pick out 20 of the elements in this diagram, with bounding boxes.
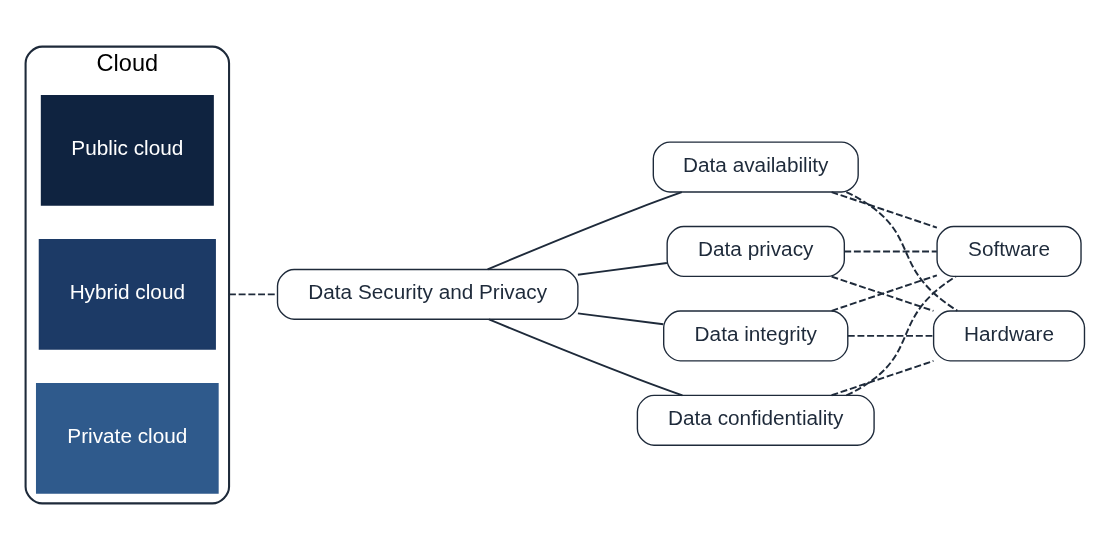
- connector: [843, 250, 938, 253]
- node-box: Data integrity: [663, 310, 849, 362]
- node-box: Data Security and Privacy: [276, 268, 579, 320]
- connector: [486, 191, 683, 271]
- connector: [830, 359, 935, 397]
- node-box: Data privacy: [666, 225, 846, 278]
- connector: [846, 334, 935, 337]
- connector: [576, 312, 665, 326]
- node-box: Hybrid cloud: [38, 239, 216, 350]
- node-box: Data availability: [652, 141, 859, 193]
- node-box: Hardware: [932, 310, 1086, 362]
- connector: [488, 318, 684, 397]
- node-box: Data confidentiality: [636, 394, 875, 446]
- connector: [845, 191, 959, 312]
- connector: [830, 191, 938, 229]
- connector: [845, 275, 957, 397]
- node-box: Software: [936, 225, 1082, 278]
- connector: [576, 262, 668, 276]
- node-box: Public cloud: [40, 95, 214, 206]
- node-box: Private cloud: [35, 382, 219, 494]
